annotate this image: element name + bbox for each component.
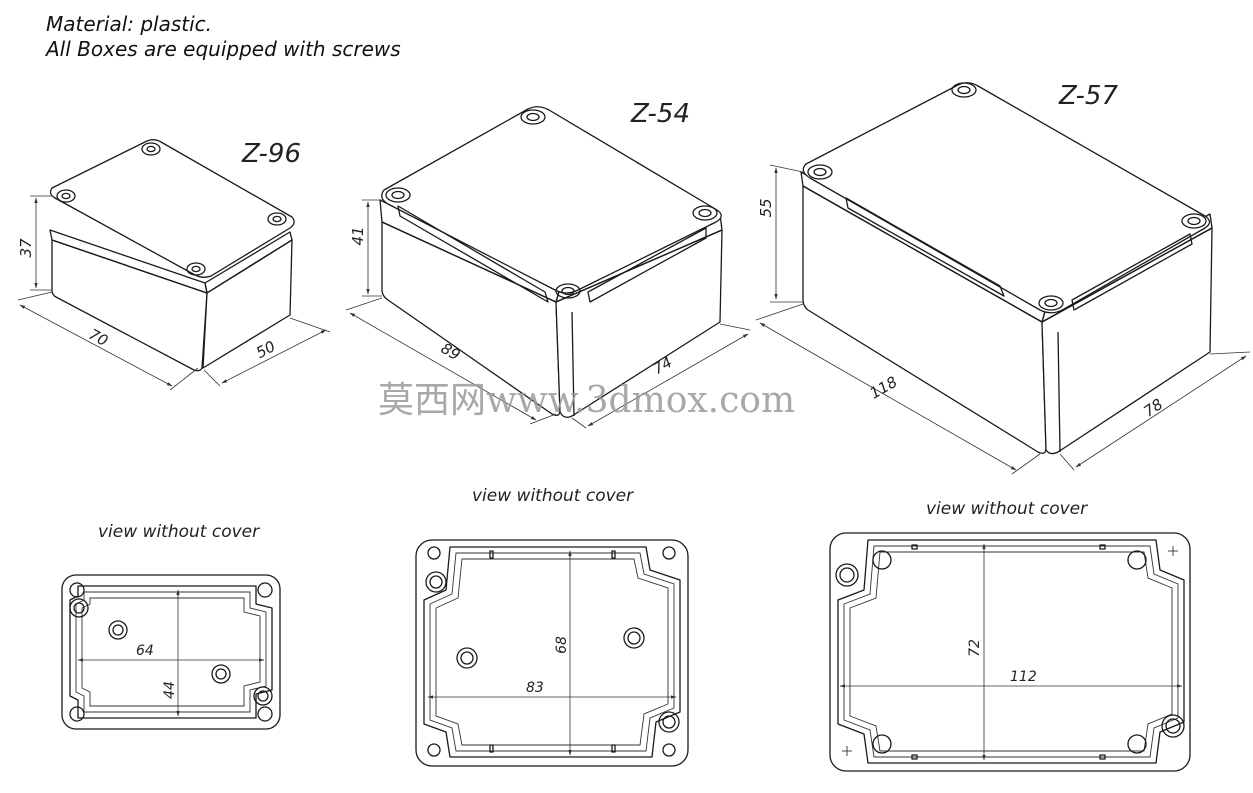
caption-view-without-cover-z54: view without cover (472, 486, 634, 506)
dim-inner-length-z57: 112 (1010, 669, 1037, 685)
dim-length-z57: 118 (867, 373, 901, 403)
screw-icon (1181, 213, 1207, 229)
screw-icon (555, 283, 581, 299)
model-label-z96: Z-96 (241, 139, 301, 169)
plan-view-z96: view without cover 64 44 (61, 522, 281, 730)
dim-inner-width-z54: 68 (554, 636, 570, 654)
dim-length-z96: 70 (86, 325, 111, 350)
box-z57-isometric: Z-57 55 118 78 (755, 81, 1251, 475)
screw-icon (692, 205, 718, 221)
dim-inner-width-z57: 72 (967, 639, 983, 657)
screw-icon (385, 187, 411, 203)
dim-inner-length-z96: 64 (136, 643, 154, 659)
box-z54-isometric: Z-54 41 89 74 (345, 99, 751, 429)
dim-height-z54: 41 (349, 226, 367, 245)
screw-icon (807, 164, 833, 180)
screws-note: All Boxes are equipped with screws (46, 37, 401, 61)
dim-inner-length-z54: 83 (526, 680, 544, 696)
box-z96-isometric: Z-96 37 70 50 (17, 139, 331, 391)
model-label-z54: Z-54 (630, 99, 690, 129)
plan-view-z57: view without cover 112 72 (829, 499, 1191, 772)
screw-icon (141, 142, 161, 156)
material-note: Material: plastic. (46, 12, 213, 36)
plan-view-z54: view without cover 83 68 (415, 486, 689, 767)
dim-height-z96: 37 (17, 238, 35, 258)
dim-height-z57: 55 (757, 198, 775, 217)
caption-view-without-cover-z96: view without cover (98, 522, 260, 542)
model-label-z57: Z-57 (1058, 81, 1118, 111)
dim-inner-width-z96: 44 (162, 681, 178, 699)
screw-icon (1038, 295, 1064, 311)
dim-width-z57: 78 (1140, 395, 1166, 421)
screw-icon (56, 189, 76, 203)
watermark-text: 莫西网www.3dmox.com (378, 380, 795, 421)
screw-icon (520, 109, 546, 125)
dim-width-z96: 50 (253, 337, 278, 362)
screw-icon (186, 262, 206, 276)
caption-view-without-cover-z57: view without cover (926, 499, 1088, 519)
screw-icon (951, 82, 977, 98)
screw-icon (267, 212, 287, 226)
